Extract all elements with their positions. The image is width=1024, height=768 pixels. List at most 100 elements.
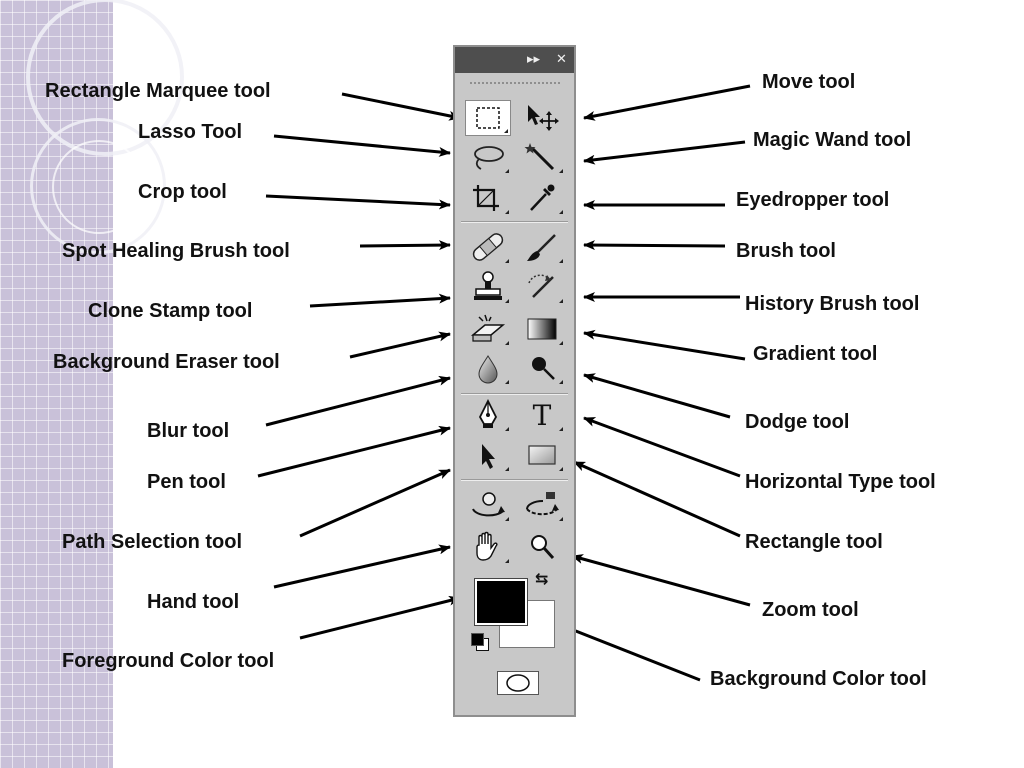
horizontal-type-tool-button[interactable]: T [519, 397, 565, 433]
label-lasso-tool: Lasso Tool [138, 121, 243, 143]
arrow-magic-wand [583, 140, 746, 165]
arrow-background-color [557, 622, 701, 682]
arrow-hand [273, 544, 451, 589]
label-gradient-tool: Gradient tool [753, 343, 878, 365]
tools-panel-header[interactable]: ▸▸ ✕ [455, 47, 574, 73]
label-dodge-tool: Dodge tool [745, 411, 850, 433]
arrow-clone-stamp [309, 293, 451, 308]
foreground-color-swatch[interactable] [474, 578, 528, 626]
horizontal-type-icon: T [533, 399, 552, 432]
dodge-tool-button[interactable] [519, 350, 565, 386]
label-zoom-tool: Zoom tool [762, 599, 859, 621]
zoom-icon [531, 535, 555, 560]
arrow-foreground-color [299, 595, 461, 640]
arrow-blur [265, 375, 451, 427]
rotate-view-icon [472, 492, 505, 517]
rectangle-marquee-icon [476, 107, 500, 129]
label-clone-stamp-tool: Clone Stamp tool [88, 300, 253, 322]
arrow-lasso [273, 134, 451, 157]
crop-tool-button[interactable] [465, 180, 511, 216]
blur-icon [478, 355, 498, 384]
history-brush-icon [528, 274, 554, 298]
arrow-spot-healing [359, 240, 451, 251]
collapse-panel-icon[interactable]: ▸▸ [527, 51, 541, 66]
decorative-ring [52, 140, 146, 234]
label-spot-healing-brush-tool: Spot Healing Brush tool [62, 240, 290, 262]
label-hand-tool: Hand tool [147, 591, 240, 613]
rectangle-marquee-tool-button[interactable] [465, 100, 511, 136]
panel-grip-handle[interactable] [469, 81, 560, 85]
label-background-eraser-tool: Background Eraser tool [53, 351, 280, 373]
arrow-brush [583, 240, 726, 251]
arrow-move [583, 84, 751, 121]
label-eyedropper-tool: Eyedropper tool [736, 189, 890, 211]
label-horizontal-type-tool: Horizontal Type tool [745, 471, 936, 493]
tool-group-divider [461, 479, 568, 481]
arrow-horizontal-type [583, 416, 741, 478]
hand-tool-button[interactable] [465, 529, 511, 565]
pen-icon [478, 398, 498, 428]
path-selection-tool-button[interactable] [465, 437, 511, 473]
orbit-3d-icon [526, 492, 559, 516]
label-foreground-color-tool: Foreground Color tool [62, 650, 275, 672]
gradient-tool-button[interactable] [519, 311, 565, 347]
arrow-crop [265, 194, 451, 210]
eyedropper-tool-button[interactable] [519, 180, 565, 216]
clone-stamp-tool-button[interactable] [465, 269, 511, 305]
dodge-icon [532, 357, 555, 380]
label-background-color-tool: Background Color tool [710, 668, 927, 690]
zoom-tool-button[interactable] [519, 529, 565, 565]
pen-tool-button[interactable] [465, 397, 511, 433]
hand-icon [476, 531, 498, 561]
close-panel-icon[interactable]: ✕ [556, 51, 567, 66]
spot-healing-brush-tool-button[interactable] [465, 229, 511, 265]
decorative-ring [30, 118, 166, 254]
arrow-rectangle [573, 460, 741, 538]
label-magic-wand-tool: Magic Wand tool [753, 129, 912, 151]
history-brush-tool-button[interactable] [519, 269, 565, 305]
default-colors-icon[interactable] [471, 633, 489, 651]
arrow-path-selection [299, 468, 451, 538]
rectangle-icon [528, 445, 556, 465]
label-rectangle-marquee-tool: Rectangle Marquee tool [45, 80, 271, 102]
lasso-tool-button[interactable] [465, 139, 511, 175]
brush-icon [527, 234, 556, 261]
move-icon [528, 105, 559, 131]
svg-text:T: T [533, 399, 552, 432]
crop-icon [473, 185, 499, 211]
arrow-dodge [583, 373, 731, 419]
orbit-3d-tool-button[interactable] [519, 487, 565, 523]
label-brush-tool: Brush tool [736, 240, 836, 262]
arrow-pen [257, 425, 451, 478]
arrow-rectangle-marquee [341, 92, 461, 121]
blur-tool-button[interactable] [465, 350, 511, 386]
label-rectangle-tool: Rectangle tool [745, 531, 883, 553]
rotate-view-tool-button[interactable] [465, 487, 511, 523]
spot-healing-brush-icon [472, 233, 504, 261]
label-move-tool: Move tool [762, 71, 856, 93]
tool-group-divider [461, 393, 568, 395]
label-path-selection-tool: Path Selection tool [62, 531, 243, 553]
tools-panel: ▸▸ ✕ [453, 45, 576, 717]
clone-stamp-icon [474, 271, 502, 300]
quick-mask-icon [506, 674, 530, 692]
lasso-icon [474, 146, 504, 170]
arrow-zoom [571, 554, 751, 607]
gradient-icon [527, 318, 557, 340]
arrow-gradient [583, 329, 746, 361]
label-blur-tool: Blur tool [147, 420, 230, 442]
arrow-background-eraser [349, 331, 451, 359]
swap-colors-icon[interactable]: ⇆ [535, 571, 549, 588]
magic-wand-tool-button[interactable] [519, 139, 565, 175]
path-selection-icon [482, 444, 495, 469]
quick-mask-button[interactable] [497, 671, 539, 695]
move-tool-button[interactable] [519, 100, 565, 136]
rectangle-tool-button[interactable] [519, 437, 565, 473]
label-history-brush-tool: History Brush tool [745, 293, 920, 315]
label-crop-tool: Crop tool [138, 181, 227, 203]
background-eraser-tool-button[interactable] [465, 311, 511, 347]
magic-wand-icon [524, 143, 555, 171]
label-pen-tool: Pen tool [147, 471, 226, 493]
brush-tool-button[interactable] [519, 229, 565, 265]
eyedropper-icon [530, 184, 555, 211]
